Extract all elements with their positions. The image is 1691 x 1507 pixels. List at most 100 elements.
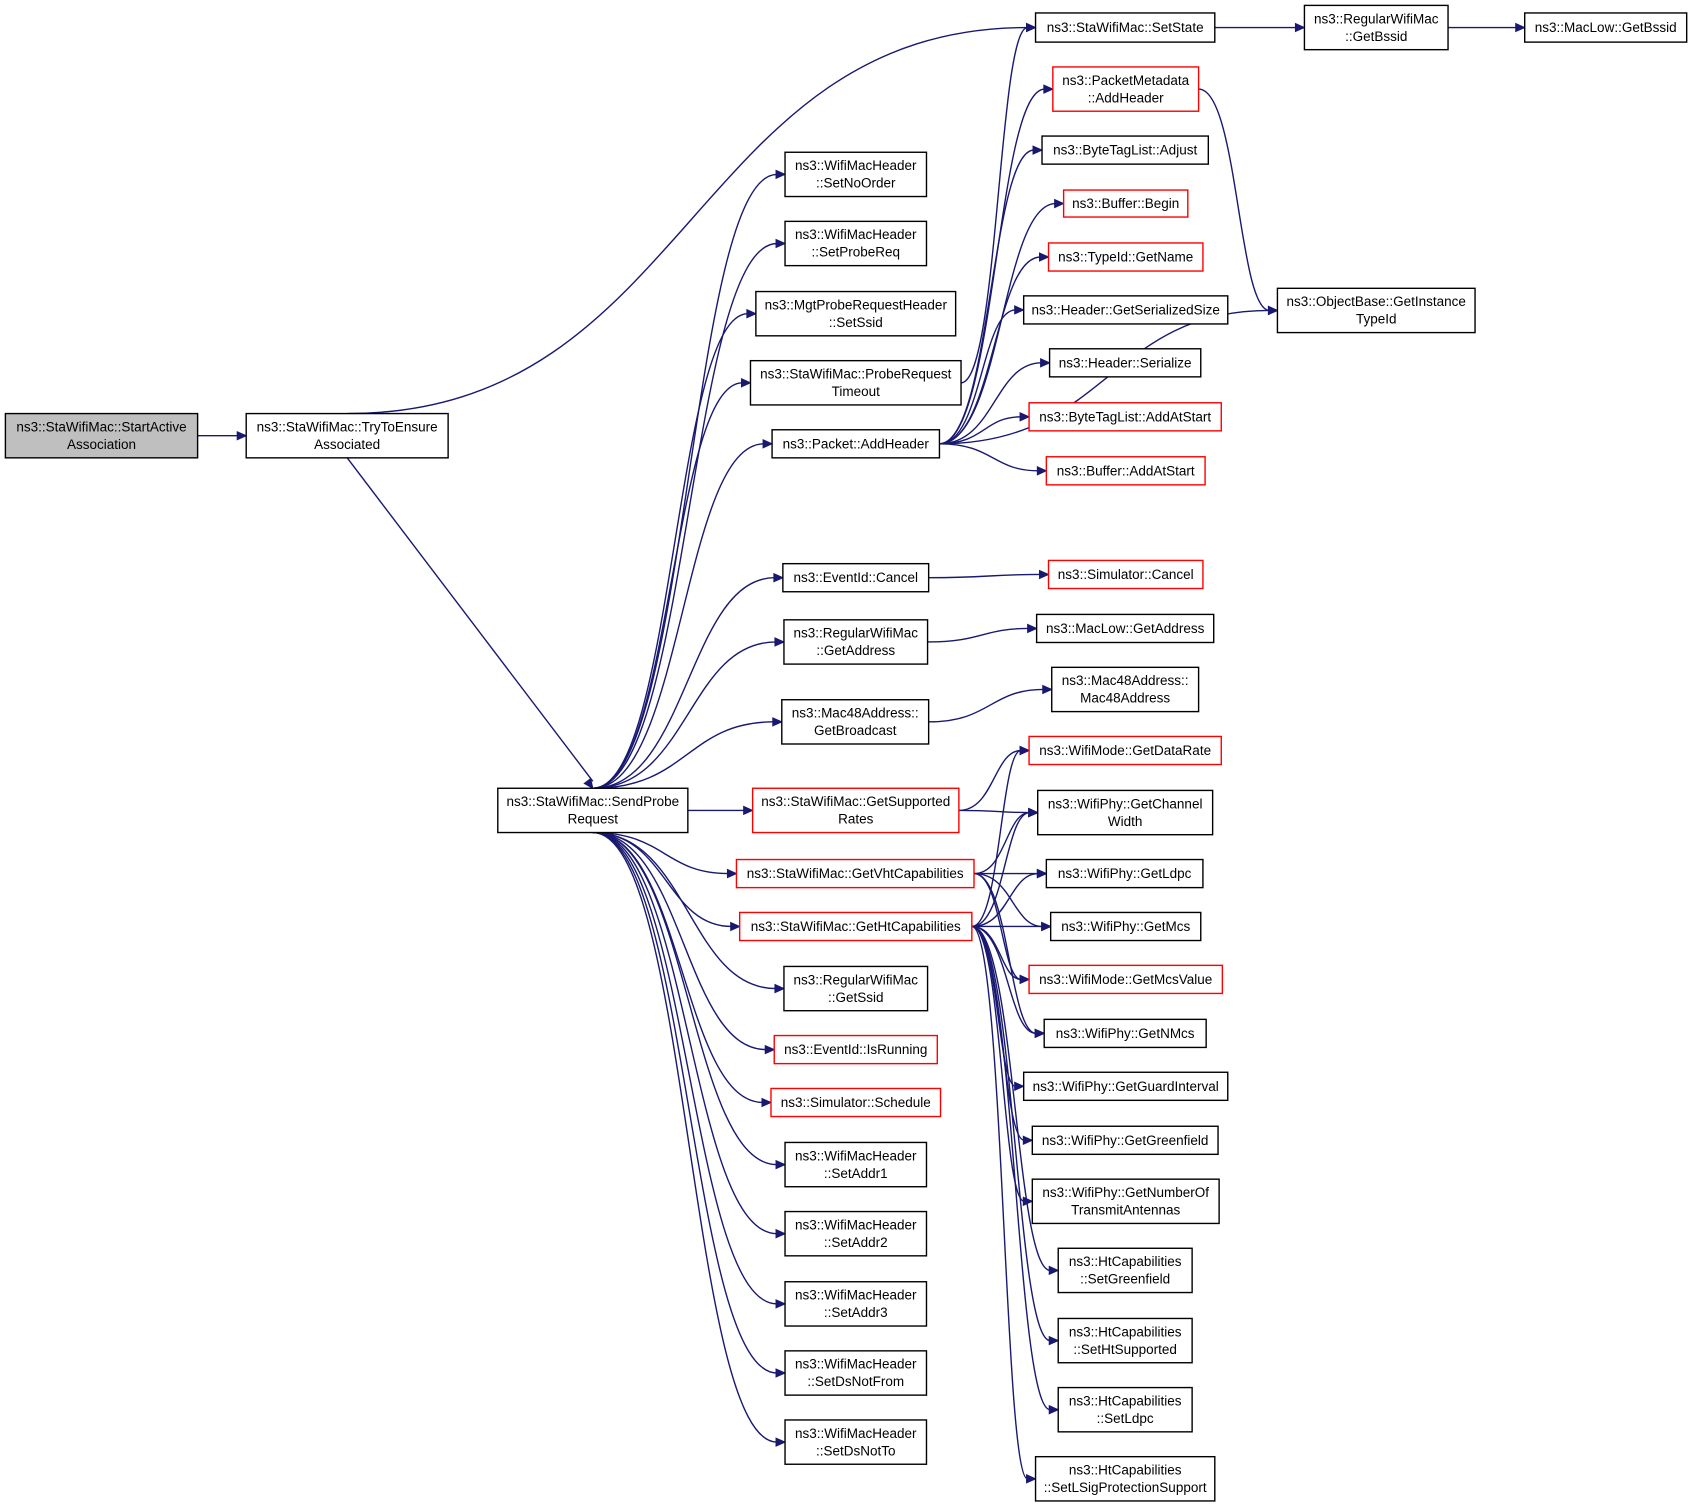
node-btlAdjust[interactable]: ns3::ByteTagList::Adjust xyxy=(1041,135,1210,165)
node-phyGetGreenfield[interactable]: ns3::WifiPhy::GetGreenfield xyxy=(1031,1125,1219,1156)
node-label: ns3::WifiPhy::GetMcs xyxy=(1061,919,1190,934)
node-htSetHtSupported[interactable]: ns3::HtCapabilities::SetHtSupported xyxy=(1057,1317,1193,1364)
node-phyGetLdpc[interactable]: ns3::WifiPhy::GetLdpc xyxy=(1045,858,1204,889)
node-htSetGreenfield[interactable]: ns3::HtCapabilities::SetGreenfield xyxy=(1057,1247,1193,1294)
node-box xyxy=(1276,287,1476,334)
edge-sendProbe-to-rwmGetSsid xyxy=(592,831,786,994)
edge-getSupportedRates-to-wmGetDataRate xyxy=(958,745,1031,812)
node-label: TypeId xyxy=(1356,312,1397,327)
node-label: ns3::MacLow::GetBssid xyxy=(1535,20,1677,35)
edge-packetAddHeader-to-hdrGetSerSize xyxy=(939,305,1025,445)
node-box xyxy=(1048,348,1202,378)
edge-getHtCap-to-phyGetNMcs xyxy=(971,925,1046,1039)
node-setNoOrder[interactable]: ns3::WifiMacHeader::SetNoOrder xyxy=(784,151,928,198)
node-box xyxy=(784,1419,928,1465)
node-htSetLdpc[interactable]: ns3::HtCapabilities::SetLdpc xyxy=(1057,1386,1193,1433)
node-label: Associated xyxy=(314,437,380,452)
node-label: Request xyxy=(568,812,619,827)
node-setDsNotTo[interactable]: ns3::WifiMacHeader::SetDsNotTo xyxy=(784,1419,928,1465)
node-phyGetNumTx[interactable]: ns3::WifiPhy::GetNumberOfTransmitAntenna… xyxy=(1031,1178,1220,1225)
node-setProbeReq[interactable]: ns3::WifiMacHeader::SetProbeReq xyxy=(784,220,928,267)
node-getHtCap[interactable]: ns3::StaWifiMac::GetHtCapabilities xyxy=(738,911,973,942)
node-btlAddAtStart[interactable]: ns3::ByteTagList::AddAtStart xyxy=(1028,402,1222,432)
edge-getHtCap-to-wmGetDataRate xyxy=(971,745,1031,928)
node-box xyxy=(784,1141,928,1188)
node-label: ns3::TypeId::GetName xyxy=(1058,249,1193,264)
node-label: ns3::Header::Serialize xyxy=(1059,355,1192,370)
node-setState[interactable]: ns3::StaWifiMac::SetState xyxy=(1034,12,1216,43)
node-macLowGetAddress[interactable]: ns3::MacLow::GetAddress xyxy=(1035,613,1215,644)
edge-getHtCap-to-phyGetMcs xyxy=(971,921,1052,932)
node-getVhtCap[interactable]: ns3::StaWifiMac::GetVhtCapabilities xyxy=(735,858,975,889)
node-simSchedule[interactable]: ns3::Simulator::Schedule xyxy=(770,1087,942,1118)
node-label: ns3::RegularWifiMac xyxy=(793,626,918,641)
node-packetAddHeader[interactable]: ns3::Packet::AddHeader xyxy=(771,429,941,459)
edge-startActive-to-tryToEnsure xyxy=(197,430,248,441)
node-box xyxy=(1052,66,1200,112)
edge-sendProbe-to-setAddr3 xyxy=(592,831,787,1309)
node-eventCancel[interactable]: ns3::EventId::Cancel xyxy=(782,562,930,593)
node-simCancel[interactable]: ns3::Simulator::Cancel xyxy=(1047,559,1204,590)
node-htSetLSig[interactable]: ns3::HtCapabilities::SetLSigProtectionSu… xyxy=(1034,1455,1216,1502)
node-box xyxy=(782,562,930,593)
node-phyGetGuardInterval[interactable]: ns3::WifiPhy::GetGuardInterval xyxy=(1022,1071,1229,1102)
node-hdrGetSerSize[interactable]: ns3::Header::GetSerializedSize xyxy=(1022,295,1229,325)
node-macGetBroadcast[interactable]: ns3::Mac48Address::GetBroadcast xyxy=(781,699,930,745)
node-setAddr1[interactable]: ns3::WifiMacHeader::SetAddr1 xyxy=(784,1141,928,1188)
node-macLowGetBssid[interactable]: ns3::MacLow::GetBssid xyxy=(1524,12,1688,43)
node-setAddr2[interactable]: ns3::WifiMacHeader::SetAddr2 xyxy=(784,1210,928,1257)
node-box xyxy=(1034,12,1216,43)
node-box xyxy=(784,1210,928,1257)
node-label: ns3::StaWifiMac::GetSupported xyxy=(761,794,950,809)
node-wmGetMcsValue[interactable]: ns3::WifiMode::GetMcsValue xyxy=(1028,964,1224,995)
node-pmAddHeader[interactable]: ns3::PacketMetadata::AddHeader xyxy=(1052,66,1200,112)
node-label: ns3::StaWifiMac::GetVhtCapabilities xyxy=(747,866,964,881)
node-eventIsRunning[interactable]: ns3::EventId::IsRunning xyxy=(773,1034,938,1065)
edge-sendProbe-to-eventCancel xyxy=(592,572,785,789)
node-rwmGetBssid[interactable]: ns3::RegularWifiMac::GetBssid xyxy=(1303,4,1449,51)
node-mac48Ctor[interactable]: ns3::Mac48Address::Mac48Address xyxy=(1051,666,1200,713)
node-phyGetNMcs[interactable]: ns3::WifiPhy::GetNMcs xyxy=(1043,1018,1207,1049)
node-box xyxy=(1057,1247,1193,1294)
node-label: ns3::WifiMacHeader xyxy=(795,158,917,173)
node-typeIdGetName[interactable]: ns3::TypeId::GetName xyxy=(1047,242,1204,272)
node-label: ns3::Buffer::AddAtStart xyxy=(1057,463,1195,478)
node-label: ::GetAddress xyxy=(816,643,895,658)
node-setAddr3[interactable]: ns3::WifiMacHeader::SetAddr3 xyxy=(784,1281,928,1327)
edge-getHtCap-to-htSetLdpc xyxy=(971,925,1060,1415)
node-mgtSetSsid[interactable]: ns3::MgtProbeRequestHeader::SetSsid xyxy=(755,290,957,337)
node-label: ns3::Header::GetSerializedSize xyxy=(1032,302,1220,317)
node-hdrSerialize[interactable]: ns3::Header::Serialize xyxy=(1048,348,1202,378)
node-box xyxy=(771,429,941,459)
node-label: ns3::WifiMacHeader xyxy=(795,1148,917,1163)
node-bufAddAtStart[interactable]: ns3::Buffer::AddAtStart xyxy=(1045,456,1206,486)
node-label: ::SetAddr3 xyxy=(824,1305,888,1320)
node-phyGetMcs[interactable]: ns3::WifiPhy::GetMcs xyxy=(1049,911,1202,942)
edge-probeTimeout-to-setState xyxy=(960,22,1037,384)
node-label: ns3::MacLow::GetAddress xyxy=(1046,621,1205,636)
node-bufBegin[interactable]: ns3::Buffer::Begin xyxy=(1062,189,1189,218)
node-box xyxy=(770,1087,942,1118)
node-label: ns3::HtCapabilities xyxy=(1069,1324,1182,1339)
node-setDsNotFrom[interactable]: ns3::WifiMacHeader::SetDsNotFrom xyxy=(784,1350,928,1396)
node-box xyxy=(784,151,928,198)
node-rwmGetSsid[interactable]: ns3::RegularWifiMac::GetSsid xyxy=(783,965,929,1012)
node-box xyxy=(1031,1125,1219,1156)
node-wmGetDataRate[interactable]: ns3::WifiMode::GetDataRate xyxy=(1028,735,1222,766)
edge-sendProbe-to-getSupportedRates xyxy=(687,805,754,816)
node-box xyxy=(1031,1178,1220,1225)
edge-getHtCap-to-htSetLSig xyxy=(971,925,1037,1484)
node-box xyxy=(4,412,199,459)
node-rwmGetAddress[interactable]: ns3::RegularWifiMac::GetAddress xyxy=(783,619,929,665)
node-box xyxy=(1022,295,1229,325)
edge-sendProbe-to-probeTimeout xyxy=(592,378,752,789)
node-box xyxy=(1049,911,1202,942)
node-label: ns3::StaWifiMac::SendProbe xyxy=(507,794,680,809)
